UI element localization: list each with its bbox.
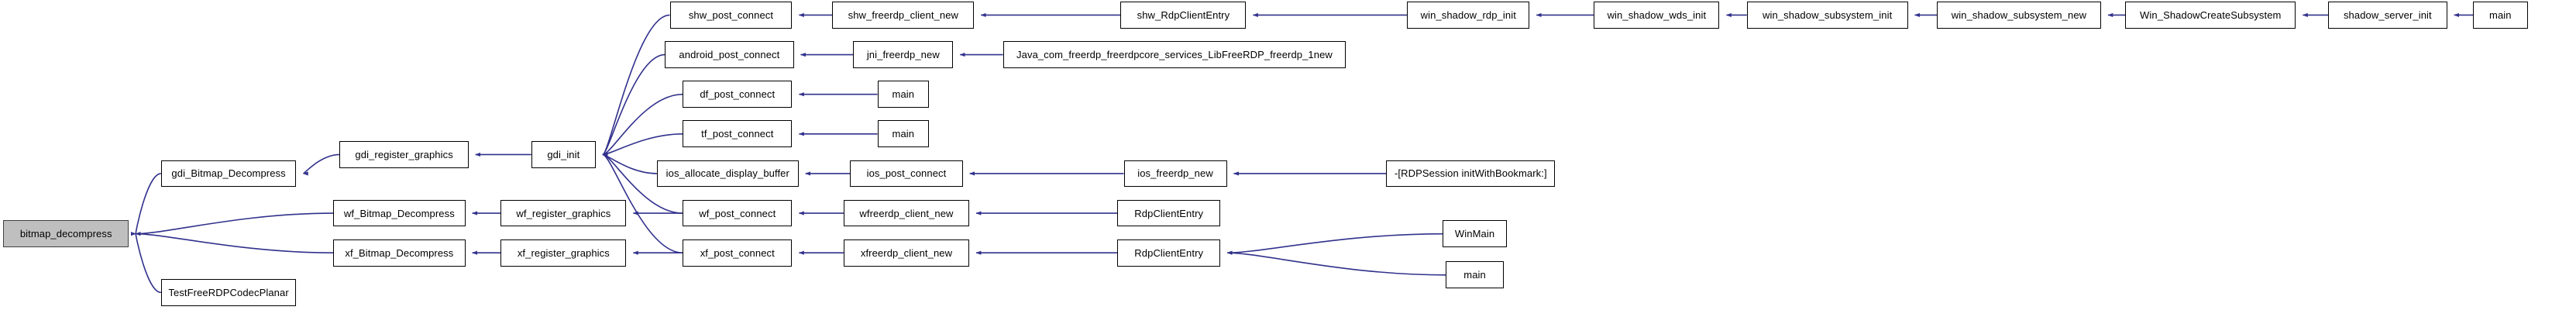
graph-node-jni_freerdp_new[interactable]: jni_freerdp_new — [853, 41, 954, 68]
graph-node-xf_post_connect[interactable]: xf_post_connect — [683, 239, 793, 267]
graph-node-bitmap_decompress[interactable]: bitmap_decompress — [3, 220, 129, 247]
graph-node-xfreerdp_client_new[interactable]: xfreerdp_client_new — [843, 239, 970, 267]
edge-df_post_connect-to-gdi_init — [602, 93, 683, 157]
graph-node-win_shadow_rdp_init[interactable]: win_shadow_rdp_init — [1407, 2, 1530, 29]
graph-node-gdi_init[interactable]: gdi_init — [531, 141, 596, 168]
graph-node-gdi_register_graphics[interactable]: gdi_register_graphics — [339, 141, 469, 168]
graph-node-RDPSession_init[interactable]: -[RDPSession initWithBookmark:] — [1386, 160, 1556, 188]
graph-node-RdpClientEntry_x[interactable]: RdpClientEntry — [1117, 239, 1221, 267]
graph-node-TestFreeRDPCodecPlanar[interactable]: TestFreeRDPCodecPlanar — [160, 278, 297, 306]
graph-node-shadow_server_init[interactable]: shadow_server_init — [2327, 2, 2447, 29]
graph-node-ios_freerdp_new[interactable]: ios_freerdp_new — [1123, 160, 1227, 188]
graph-node-xf_register_graphics[interactable]: xf_register_graphics — [500, 239, 627, 267]
edge-tf_post_connect-to-gdi_init — [602, 133, 683, 157]
graph-node-xf_Bitmap_Decompress[interactable]: xf_Bitmap_Decompress — [333, 239, 466, 267]
graph-node-Win_ShadowCreateSubsystem[interactable]: Win_ShadowCreateSubsystem — [2125, 2, 2296, 29]
graph-node-shw_freerdp_client_new[interactable]: shw_freerdp_client_new — [832, 2, 975, 29]
edge-main_x-to-RdpClientEntry_x — [1226, 250, 1446, 276]
graph-node-wfreerdp_client_new[interactable]: wfreerdp_client_new — [843, 199, 970, 227]
graph-node-android_post_connect[interactable]: android_post_connect — [665, 41, 794, 68]
graph-node-wf_Bitmap_Decompress[interactable]: wf_Bitmap_Decompress — [333, 199, 466, 227]
graph-node-main_x[interactable]: main — [1446, 261, 1504, 289]
edge-gdi_Bitmap_Decompress-to-bitmap_decompress — [130, 173, 162, 236]
graph-node-main_shadow[interactable]: main — [2473, 2, 2528, 29]
edge-TestFreeRDPCodecPlanar-to-bitmap_decompress — [130, 232, 162, 294]
graph-node-gdi_Bitmap_Decompress[interactable]: gdi_Bitmap_Decompress — [160, 160, 297, 188]
edge-gdi_register_graphics-to-gdi_Bitmap_Decompress — [302, 153, 340, 176]
edge-xf_Bitmap_Decompress-to-bitmap_decompress — [135, 232, 334, 253]
graph-node-WinMain[interactable]: WinMain — [1443, 220, 1508, 247]
graph-node-ios_allocate_display_buffer[interactable]: ios_allocate_display_buffer — [656, 160, 799, 188]
edge-shw_post_connect-to-gdi_init — [602, 14, 670, 157]
graph-node-tf_post_connect[interactable]: tf_post_connect — [683, 120, 793, 148]
edge-wf_Bitmap_Decompress-to-bitmap_decompress — [135, 212, 334, 236]
graph-node-main_df[interactable]: main — [877, 81, 930, 109]
edge-ios_allocate_display_buffer-to-gdi_init — [602, 152, 657, 174]
graph-node-Java_com_freerdp[interactable]: Java_com_freerdp_freerdpcore_services_Li… — [1003, 41, 1346, 68]
graph-node-wf_register_graphics[interactable]: wf_register_graphics — [500, 199, 627, 227]
graph-node-main_tf[interactable]: main — [877, 120, 930, 148]
graph-node-win_shadow_subsystem_init[interactable]: win_shadow_subsystem_init — [1746, 2, 1908, 29]
graph-node-ios_post_connect[interactable]: ios_post_connect — [850, 160, 963, 188]
graph-node-wf_post_connect[interactable]: wf_post_connect — [683, 199, 793, 227]
edge-android_post_connect-to-gdi_init — [602, 53, 665, 157]
graph-node-RdpClientEntry_w[interactable]: RdpClientEntry — [1117, 199, 1221, 227]
edge-WinMain-to-RdpClientEntry_x — [1226, 233, 1443, 255]
graph-node-win_shadow_subsystem_new[interactable]: win_shadow_subsystem_new — [1936, 2, 2101, 29]
graph-node-win_shadow_wds_init[interactable]: win_shadow_wds_init — [1594, 2, 1720, 29]
graph-node-df_post_connect[interactable]: df_post_connect — [683, 81, 793, 109]
graph-node-shw_post_connect[interactable]: shw_post_connect — [669, 2, 793, 29]
graph-node-shw_RdpClientEntry[interactable]: shw_RdpClientEntry — [1120, 2, 1247, 29]
